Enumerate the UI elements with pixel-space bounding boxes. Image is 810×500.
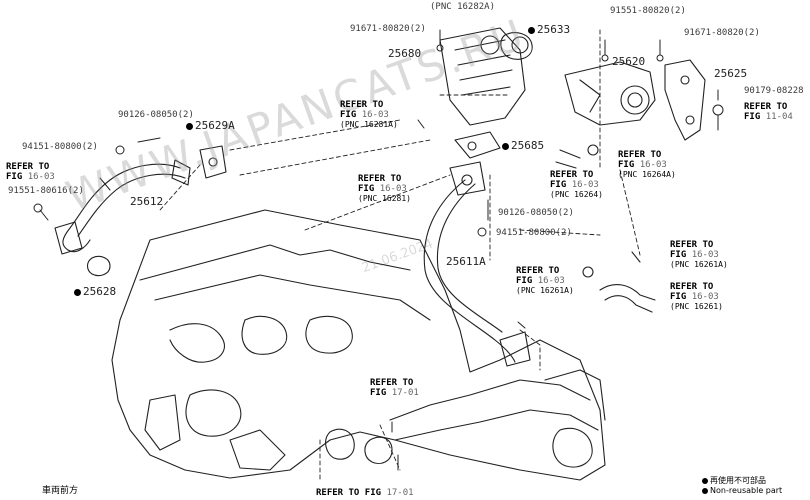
part-label-25685: 25685	[502, 140, 544, 152]
non-reusable-marker-icon	[702, 477, 708, 484]
legend-jp: 再使用不可部品	[702, 476, 782, 486]
egr-valve-outline	[564, 61, 656, 126]
non-reusable-marker-icon	[74, 288, 81, 296]
legend-en: Non-reusable part	[702, 486, 782, 496]
part-label-25625: 25625	[714, 67, 748, 80]
part-label-25633: 25633	[528, 24, 570, 36]
part-label-25680: 25680	[388, 47, 422, 60]
part-label-90179-08228: 90179-08228	[744, 86, 804, 96]
non-reusable-marker-icon	[502, 142, 509, 150]
part-label-25611a: 25611A	[446, 255, 486, 268]
part-label-91671-80820-a: 91671-80820(2)	[350, 24, 426, 34]
egr-cooler-outline	[439, 27, 526, 126]
bracket-25625-outline	[664, 59, 706, 141]
part-label-91551-80820: 91551-80820(2)	[610, 6, 686, 16]
part-label-91671-80820-b: 91671-80820(2)	[684, 28, 760, 38]
part-label-94151-80800-a: 94151-80800(2)	[22, 142, 98, 152]
part-label-90126-08050-b: 90126-08050(2)	[498, 208, 574, 218]
part-label-94151-80800-b: 94151-80800(2)	[496, 228, 572, 238]
pipe-25612	[62, 163, 181, 253]
part-label-25612: 25612	[130, 195, 164, 208]
legend: 再使用不可部品 Non-reusable part	[702, 476, 782, 496]
engine-block-outline	[111, 209, 606, 481]
non-reusable-marker-icon	[702, 487, 708, 494]
non-reusable-marker-icon	[186, 122, 193, 130]
part-label-25620: 25620	[612, 55, 646, 68]
part-label-top-pnc: (PNC 16282A)	[430, 2, 496, 12]
part-label-91551-80616: 91551-80616(2)	[8, 186, 84, 196]
refer-to-fig-17-01-b[interactable]: REFER TO FIG 17-01	[316, 488, 414, 498]
part-label-25628: 25628	[74, 286, 116, 298]
non-reusable-marker-icon	[528, 26, 535, 34]
part-label-25629a: 25629A	[186, 120, 235, 132]
vehicle-front-label: 車両前方	[42, 486, 79, 496]
pipe-25611a	[423, 179, 516, 363]
part-label-90126-08050-a: 90126-08050(2)	[118, 110, 194, 120]
